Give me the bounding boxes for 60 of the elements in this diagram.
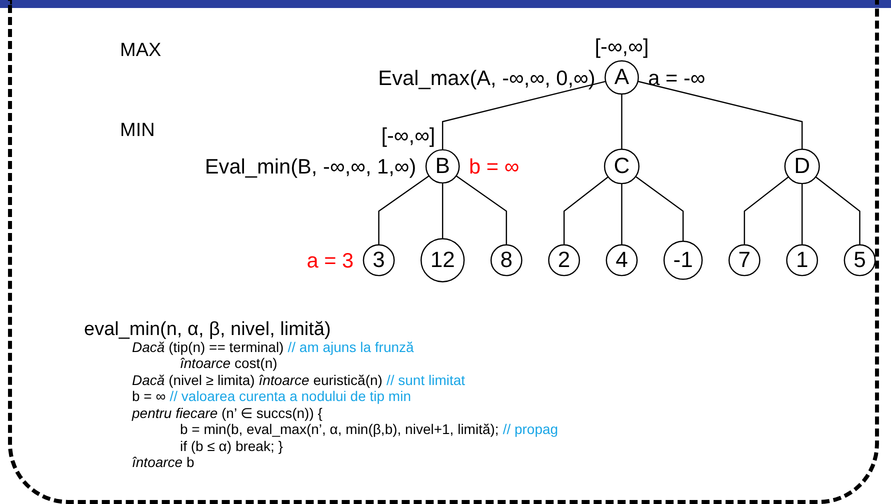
connector	[635, 176, 684, 242]
level-label: MAX	[120, 40, 162, 62]
code-comment: // am ajuns la frunză	[288, 338, 414, 354]
tree-node-circle	[786, 244, 818, 276]
code-line: eval_min(n, α, β, nivel, limită)	[84, 319, 331, 340]
code-line: Dacă (nivel ≥ limita) întoarce euristică(n)	[132, 372, 382, 388]
connector	[621, 94, 622, 150]
connector	[442, 80, 606, 150]
node-label: A	[614, 64, 630, 92]
code-line: pentru fiecare (n’ ∈ succs(n)) {	[132, 404, 322, 420]
node-label: B	[435, 152, 450, 180]
annotation-text: Eval_min(B, -∞,∞, 1,∞)	[204, 156, 416, 179]
connector	[744, 176, 789, 245]
tree-node-circle	[490, 244, 522, 276]
node-label: 3	[372, 246, 385, 274]
node-label: D	[794, 152, 810, 180]
node-label: 4	[616, 246, 628, 274]
node-label: 8	[500, 246, 513, 274]
tree-node-circle	[548, 244, 580, 276]
node-label: 5	[854, 246, 866, 274]
tree-node-circle	[420, 238, 465, 282]
node-label: 1	[796, 246, 808, 274]
tree-node-circle	[606, 244, 638, 276]
annotation-text: [-∞,∞]	[594, 36, 649, 59]
tree-node-circle	[604, 60, 639, 95]
tree-node-circle	[362, 244, 395, 276]
connector	[442, 182, 444, 239]
code-line: if (b ≤ α) break; }	[180, 438, 283, 454]
tree-node-circle	[663, 240, 703, 280]
connector	[563, 176, 609, 245]
code-line: b = ∞	[132, 388, 166, 404]
code-comment: // sunt limitat	[386, 372, 466, 388]
code-line: Dacă (tip(n) == terminal)	[132, 338, 284, 354]
tree-node-circle	[728, 244, 760, 276]
tree-node-circle	[425, 149, 460, 184]
code-line: întoarce cost(n)	[180, 355, 278, 371]
tree-node-circle	[604, 148, 640, 184]
connector	[378, 175, 430, 245]
connector	[801, 184, 803, 245]
annotation-text: Eval_max(A, -∞,∞, 0,∞)	[378, 66, 596, 90]
connector	[815, 176, 860, 245]
node-label: 2	[558, 246, 570, 274]
code-line: întoarce b	[132, 454, 194, 470]
annotation-text: a = 3	[306, 250, 354, 273]
tree-node-circle	[784, 148, 820, 184]
node-label: C	[614, 152, 630, 180]
level-label: MIN	[120, 120, 155, 142]
connector	[638, 80, 803, 150]
annotation-text: b = ∞	[468, 156, 520, 179]
code-line: b = min(b, eval_max(n’, α, min(β,b), nivel+1, limită);	[180, 421, 499, 437]
annotation-text: a = -∞	[648, 66, 706, 90]
tree-node-circle	[844, 244, 876, 276]
code-comment: // propag	[502, 421, 558, 437]
connector	[456, 175, 508, 245]
node-label: 7	[738, 246, 751, 274]
annotation-text: [-∞,∞]	[381, 124, 436, 148]
node-label: -1	[673, 246, 693, 274]
connector	[621, 184, 622, 245]
node-label: 12	[430, 246, 455, 274]
code-comment: // valoarea curenta a nodului de tip min	[170, 388, 411, 404]
